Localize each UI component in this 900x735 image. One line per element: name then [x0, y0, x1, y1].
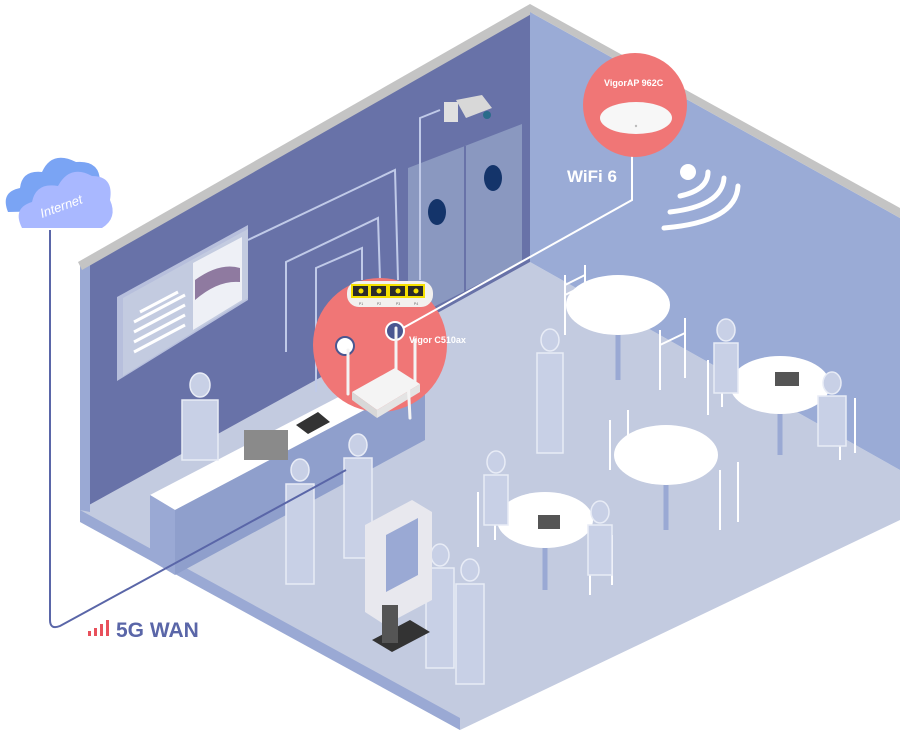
port-label: P1 — [359, 302, 363, 306]
wan-label: 5G WAN — [116, 619, 199, 642]
router-icon — [346, 326, 420, 420]
tables — [497, 275, 830, 590]
left-wall-top — [78, 4, 535, 270]
wan-connector-icon — [335, 336, 355, 356]
digital-menu-board — [117, 225, 248, 381]
ethernet-ports: P1 P2 P3 P4 — [351, 284, 425, 306]
laptop-icon — [775, 372, 799, 386]
router-model-label: Vigor C510ax — [409, 335, 466, 345]
left-wall-edge — [80, 262, 90, 512]
port-label: P2 — [377, 302, 381, 306]
port-label: P3 — [396, 302, 400, 306]
cash-register-icon — [244, 430, 288, 460]
cellular-signal-icon — [88, 620, 109, 636]
card-terminal-icon — [296, 412, 330, 434]
access-point-callout — [583, 53, 687, 157]
wifi-label: WiFi 6 — [567, 167, 617, 186]
router-callout: P1 P2 P3 P4 — [313, 278, 447, 420]
table — [566, 275, 670, 335]
wifi-icon — [661, 164, 741, 231]
ap-model-label: VigorAP 962C — [604, 78, 664, 88]
wan-cable — [49, 230, 347, 629]
table — [614, 425, 718, 485]
kitchen-doors — [408, 124, 522, 320]
people — [181, 318, 847, 685]
laptop-icon — [538, 515, 560, 529]
access-point-icon — [600, 102, 672, 134]
internet-cloud-icon — [5, 157, 113, 228]
port-label: P4 — [414, 302, 418, 306]
security-camera-icon — [444, 95, 492, 122]
self-service-kiosk — [365, 500, 432, 652]
